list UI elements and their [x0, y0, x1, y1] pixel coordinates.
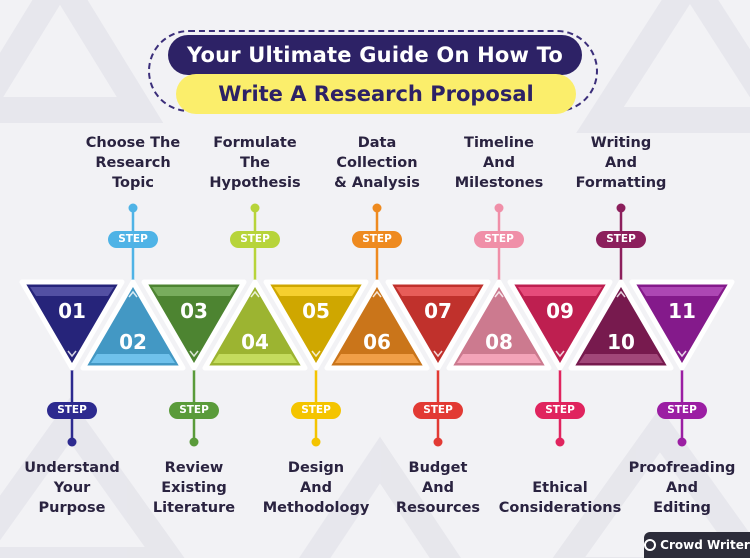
step-triangle [263, 279, 369, 371]
step-pill: STEP [535, 402, 585, 419]
step-triangle [446, 279, 552, 371]
step-triangle [141, 279, 247, 371]
step-triangle [202, 279, 308, 371]
step-label: Review Existing Literature [152, 460, 236, 516]
step-number: 08 [485, 330, 513, 354]
step-highlight [457, 354, 541, 363]
step-triangle [568, 279, 674, 371]
step-pill: STEP [108, 231, 158, 248]
step-highlight [30, 287, 114, 296]
step-pill: STEP [169, 402, 219, 419]
chevron-up-icon [616, 290, 626, 298]
step-triangle [324, 279, 430, 371]
step-number: 09 [546, 299, 574, 323]
step-01: 01 [19, 279, 125, 447]
step-dot [67, 437, 77, 447]
step-number: 01 [58, 299, 86, 323]
crowd-writer-logo-icon [644, 539, 657, 551]
step-11: 11 [629, 279, 735, 447]
step-number: 10 [607, 330, 635, 354]
step-number: 02 [119, 330, 147, 354]
chevron-up-icon [128, 290, 138, 298]
chevron-up-icon [372, 290, 382, 298]
step-highlight [152, 287, 236, 296]
step-pill: STEP [657, 402, 707, 419]
step-dot [250, 203, 260, 213]
step-dot [494, 203, 504, 213]
step-number: 03 [180, 299, 208, 323]
step-label: Understand Your Purpose [24, 460, 120, 516]
step-04: 04 [202, 203, 308, 371]
step-number: 07 [424, 299, 452, 323]
chevron-down-icon [677, 350, 687, 358]
step-triangle [385, 279, 491, 371]
step-pill: STEP [352, 231, 402, 248]
brand-badge: Crowd Writer [644, 532, 750, 558]
step-dot [372, 203, 382, 213]
step-pill: STEP [47, 402, 97, 419]
step-pill: STEP [413, 402, 463, 419]
chevron-down-icon [433, 350, 443, 358]
step-pill: STEP [596, 231, 646, 248]
step-05: 05 [263, 279, 369, 447]
step-label: Choose The Research Topic [85, 135, 181, 191]
step-dot [677, 437, 687, 447]
chevron-down-icon [67, 350, 77, 358]
step-dot [616, 203, 626, 213]
step-dot [433, 437, 443, 447]
brand-name: Crowd Writer [660, 538, 750, 552]
step-dot [128, 203, 138, 213]
step-08: 08 [446, 203, 552, 371]
chevron-down-icon [311, 350, 321, 358]
chevron-up-icon [250, 290, 260, 298]
step-pill: STEP [291, 402, 341, 419]
chevron-down-icon [555, 350, 565, 358]
step-label: Design And Methodology [262, 460, 370, 516]
step-label: Timeline And Milestones [454, 135, 544, 191]
step-highlight [213, 354, 297, 363]
step-highlight [640, 287, 724, 296]
step-highlight [579, 354, 663, 363]
step-number: 04 [241, 330, 269, 354]
step-label: Data Collection & Analysis [334, 135, 420, 191]
step-pill: STEP [230, 231, 280, 248]
chevron-up-icon [494, 290, 504, 298]
step-triangle [629, 279, 735, 371]
step-label: Proofreading And Editing [628, 460, 736, 516]
step-number: 05 [302, 299, 330, 323]
step-dot [555, 437, 565, 447]
title-line-1: Your Ultimate Guide On How To [168, 35, 582, 75]
step-03: 03 [141, 279, 247, 447]
step-dot [311, 437, 321, 447]
step-number: 06 [363, 330, 391, 354]
step-triangle [80, 279, 186, 371]
chevron-down-icon [189, 350, 199, 358]
step-label: Formulate The Hypothesis [209, 135, 301, 191]
step-dot [189, 437, 199, 447]
step-number: 11 [668, 299, 696, 323]
step-highlight [335, 354, 419, 363]
step-triangle [19, 279, 125, 371]
step-label: Budget And Resources [395, 460, 481, 516]
step-02: 02 [80, 203, 186, 371]
step-highlight [518, 287, 602, 296]
step-highlight [274, 287, 358, 296]
title-line-2: Write A Research Proposal [176, 74, 576, 114]
step-highlight [396, 287, 480, 296]
title-area: Your Ultimate Guide On How To Write A Re… [0, 0, 750, 120]
step-triangle [507, 279, 613, 371]
step-label: Writing And Formatting [575, 135, 667, 191]
step-06: 06 [324, 203, 430, 371]
step-label: Ethical Considerations [498, 480, 622, 516]
step-highlight [91, 354, 175, 363]
step-pill: STEP [474, 231, 524, 248]
step-07: 07 [385, 279, 491, 447]
